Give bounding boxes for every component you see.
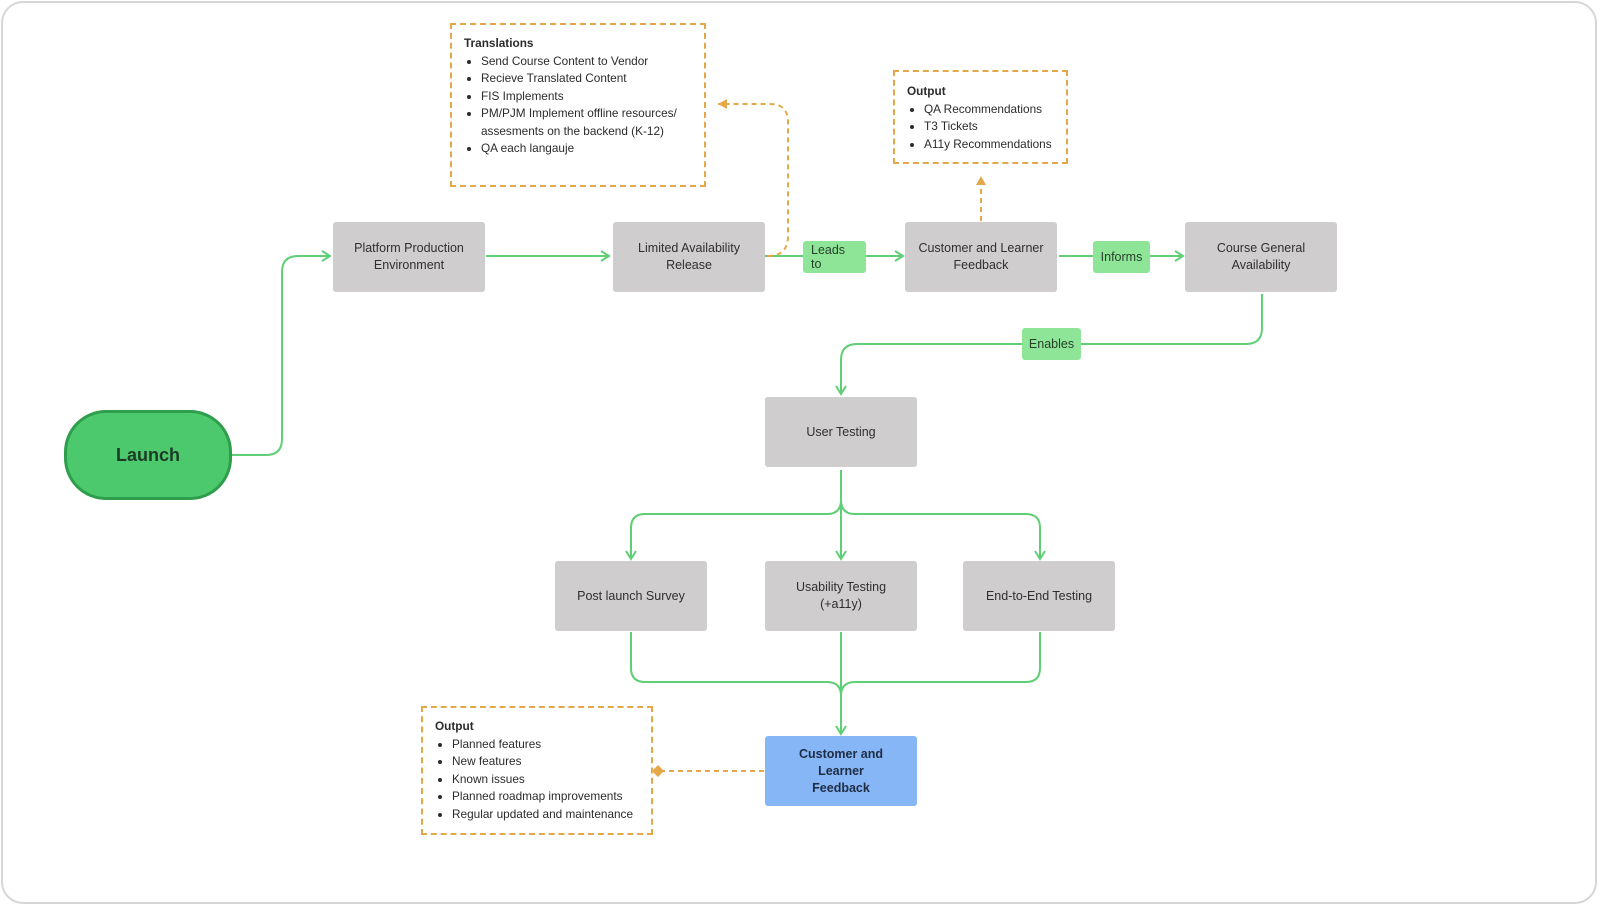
list-item: Regular updated and maintenance [452, 806, 639, 824]
node-limited-availability[interactable]: Limited Availability Release [613, 222, 765, 292]
note-output-bottom-list: Planned features New features Known issu… [435, 736, 639, 824]
edge-e2e-final [840, 632, 1041, 697]
edge-usertesting-e2e [840, 499, 1046, 561]
note-translations-list: Send Course Content to Vendor Recieve Tr… [464, 53, 692, 158]
list-item: Recieve Translated Content [481, 70, 692, 88]
dashed-final-output-diamond [652, 765, 664, 777]
tag-enables[interactable]: Enables [1022, 328, 1081, 360]
node-course-general-availability[interactable]: Course General Availability [1185, 222, 1337, 292]
note-output-bottom-title: Output [435, 719, 474, 733]
note-translations[interactable]: Translations Send Course Content to Vend… [450, 23, 706, 187]
list-item: Known issues [452, 771, 639, 789]
launch-node[interactable]: Launch [64, 410, 232, 500]
list-item: PM/PJM Implement offline resources/ asse… [481, 105, 692, 140]
list-item: QA Recommendations [924, 101, 1054, 119]
list-item: New features [452, 753, 639, 771]
tag-leads-to[interactable]: Leads to [803, 241, 866, 273]
note-output-top-list: QA Recommendations T3 Tickets A11y Recom… [907, 101, 1054, 154]
node-customer-feedback-final[interactable]: Customer and Learner Feedback [765, 736, 917, 806]
list-item: A11y Recommendations [924, 136, 1054, 154]
note-output-top-title: Output [907, 84, 946, 98]
node-post-launch-survey[interactable]: Post launch Survey [555, 561, 707, 631]
list-item: FIS Implements [481, 88, 692, 106]
list-item: Planned roadmap improvements [452, 788, 639, 806]
note-output-bottom[interactable]: Output Planned features New features Kno… [421, 706, 653, 835]
list-item: Send Course Content to Vendor [481, 53, 692, 71]
note-translations-title: Translations [464, 36, 534, 50]
node-platform-production[interactable]: Platform Production Environment [333, 222, 485, 292]
edge-general-enables [1081, 294, 1263, 345]
node-end-to-end-testing[interactable]: End-to-End Testing [963, 561, 1115, 631]
edge-launch-platform [232, 250, 332, 456]
list-item: Planned features [452, 736, 639, 754]
node-customer-feedback-top[interactable]: Customer and Learner Feedback [905, 222, 1057, 292]
node-usability-testing[interactable]: Usability Testing (+a11y) [765, 561, 917, 631]
node-user-testing[interactable]: User Testing [765, 397, 917, 467]
edge-usertesting-survey [625, 470, 842, 561]
note-output-top[interactable]: Output QA Recommendations T3 Tickets A11… [893, 70, 1068, 164]
tag-informs[interactable]: Informs [1093, 241, 1150, 273]
dashed-limited-translations [718, 99, 789, 257]
list-item: QA each langauje [481, 140, 692, 158]
edge-survey-final [630, 632, 842, 697]
list-item: T3 Tickets [924, 118, 1054, 136]
edge-enables-usertesting [835, 343, 1022, 396]
